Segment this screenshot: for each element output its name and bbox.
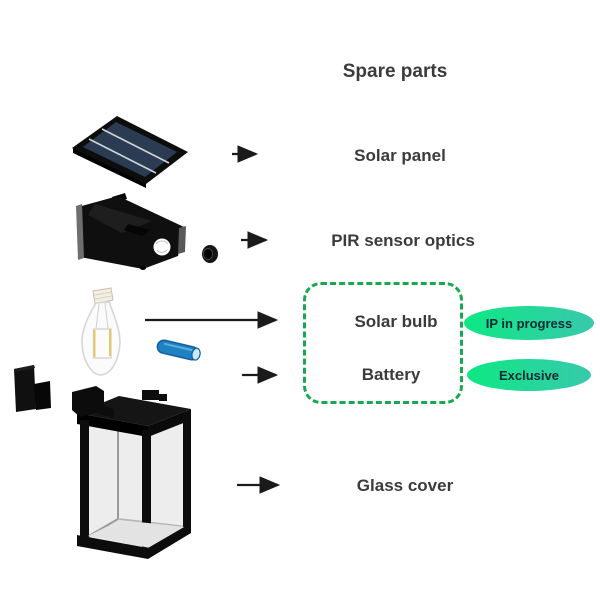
battery-icon: [156, 339, 201, 361]
page-title: Spare parts: [342, 61, 448, 82]
solar-bulb-icon: [81, 287, 121, 376]
label-battery: Battery: [361, 365, 421, 384]
label-solar-panel: Solar panel: [354, 146, 446, 165]
badge-ip-in-progress: IP in progress: [464, 306, 594, 340]
glass-cover-icon: [72, 386, 191, 559]
label-glass-cover: Glass cover: [356, 476, 454, 495]
exclusive-parts-outline: [303, 282, 463, 404]
pir-sensor-icon: [76, 193, 186, 270]
wall-bracket-icon: [14, 365, 51, 412]
badge-exclusive: Exclusive: [467, 359, 591, 391]
label-pir-sensor-optics: PIR sensor optics: [331, 231, 475, 250]
solar-panel-icon: [72, 116, 188, 188]
label-solar-bulb: Solar bulb: [354, 312, 438, 331]
badge-ip-text: IP in progress: [485, 315, 573, 331]
pir-lens-icon: [202, 245, 218, 263]
badge-exclusive-text: Exclusive: [499, 367, 559, 383]
